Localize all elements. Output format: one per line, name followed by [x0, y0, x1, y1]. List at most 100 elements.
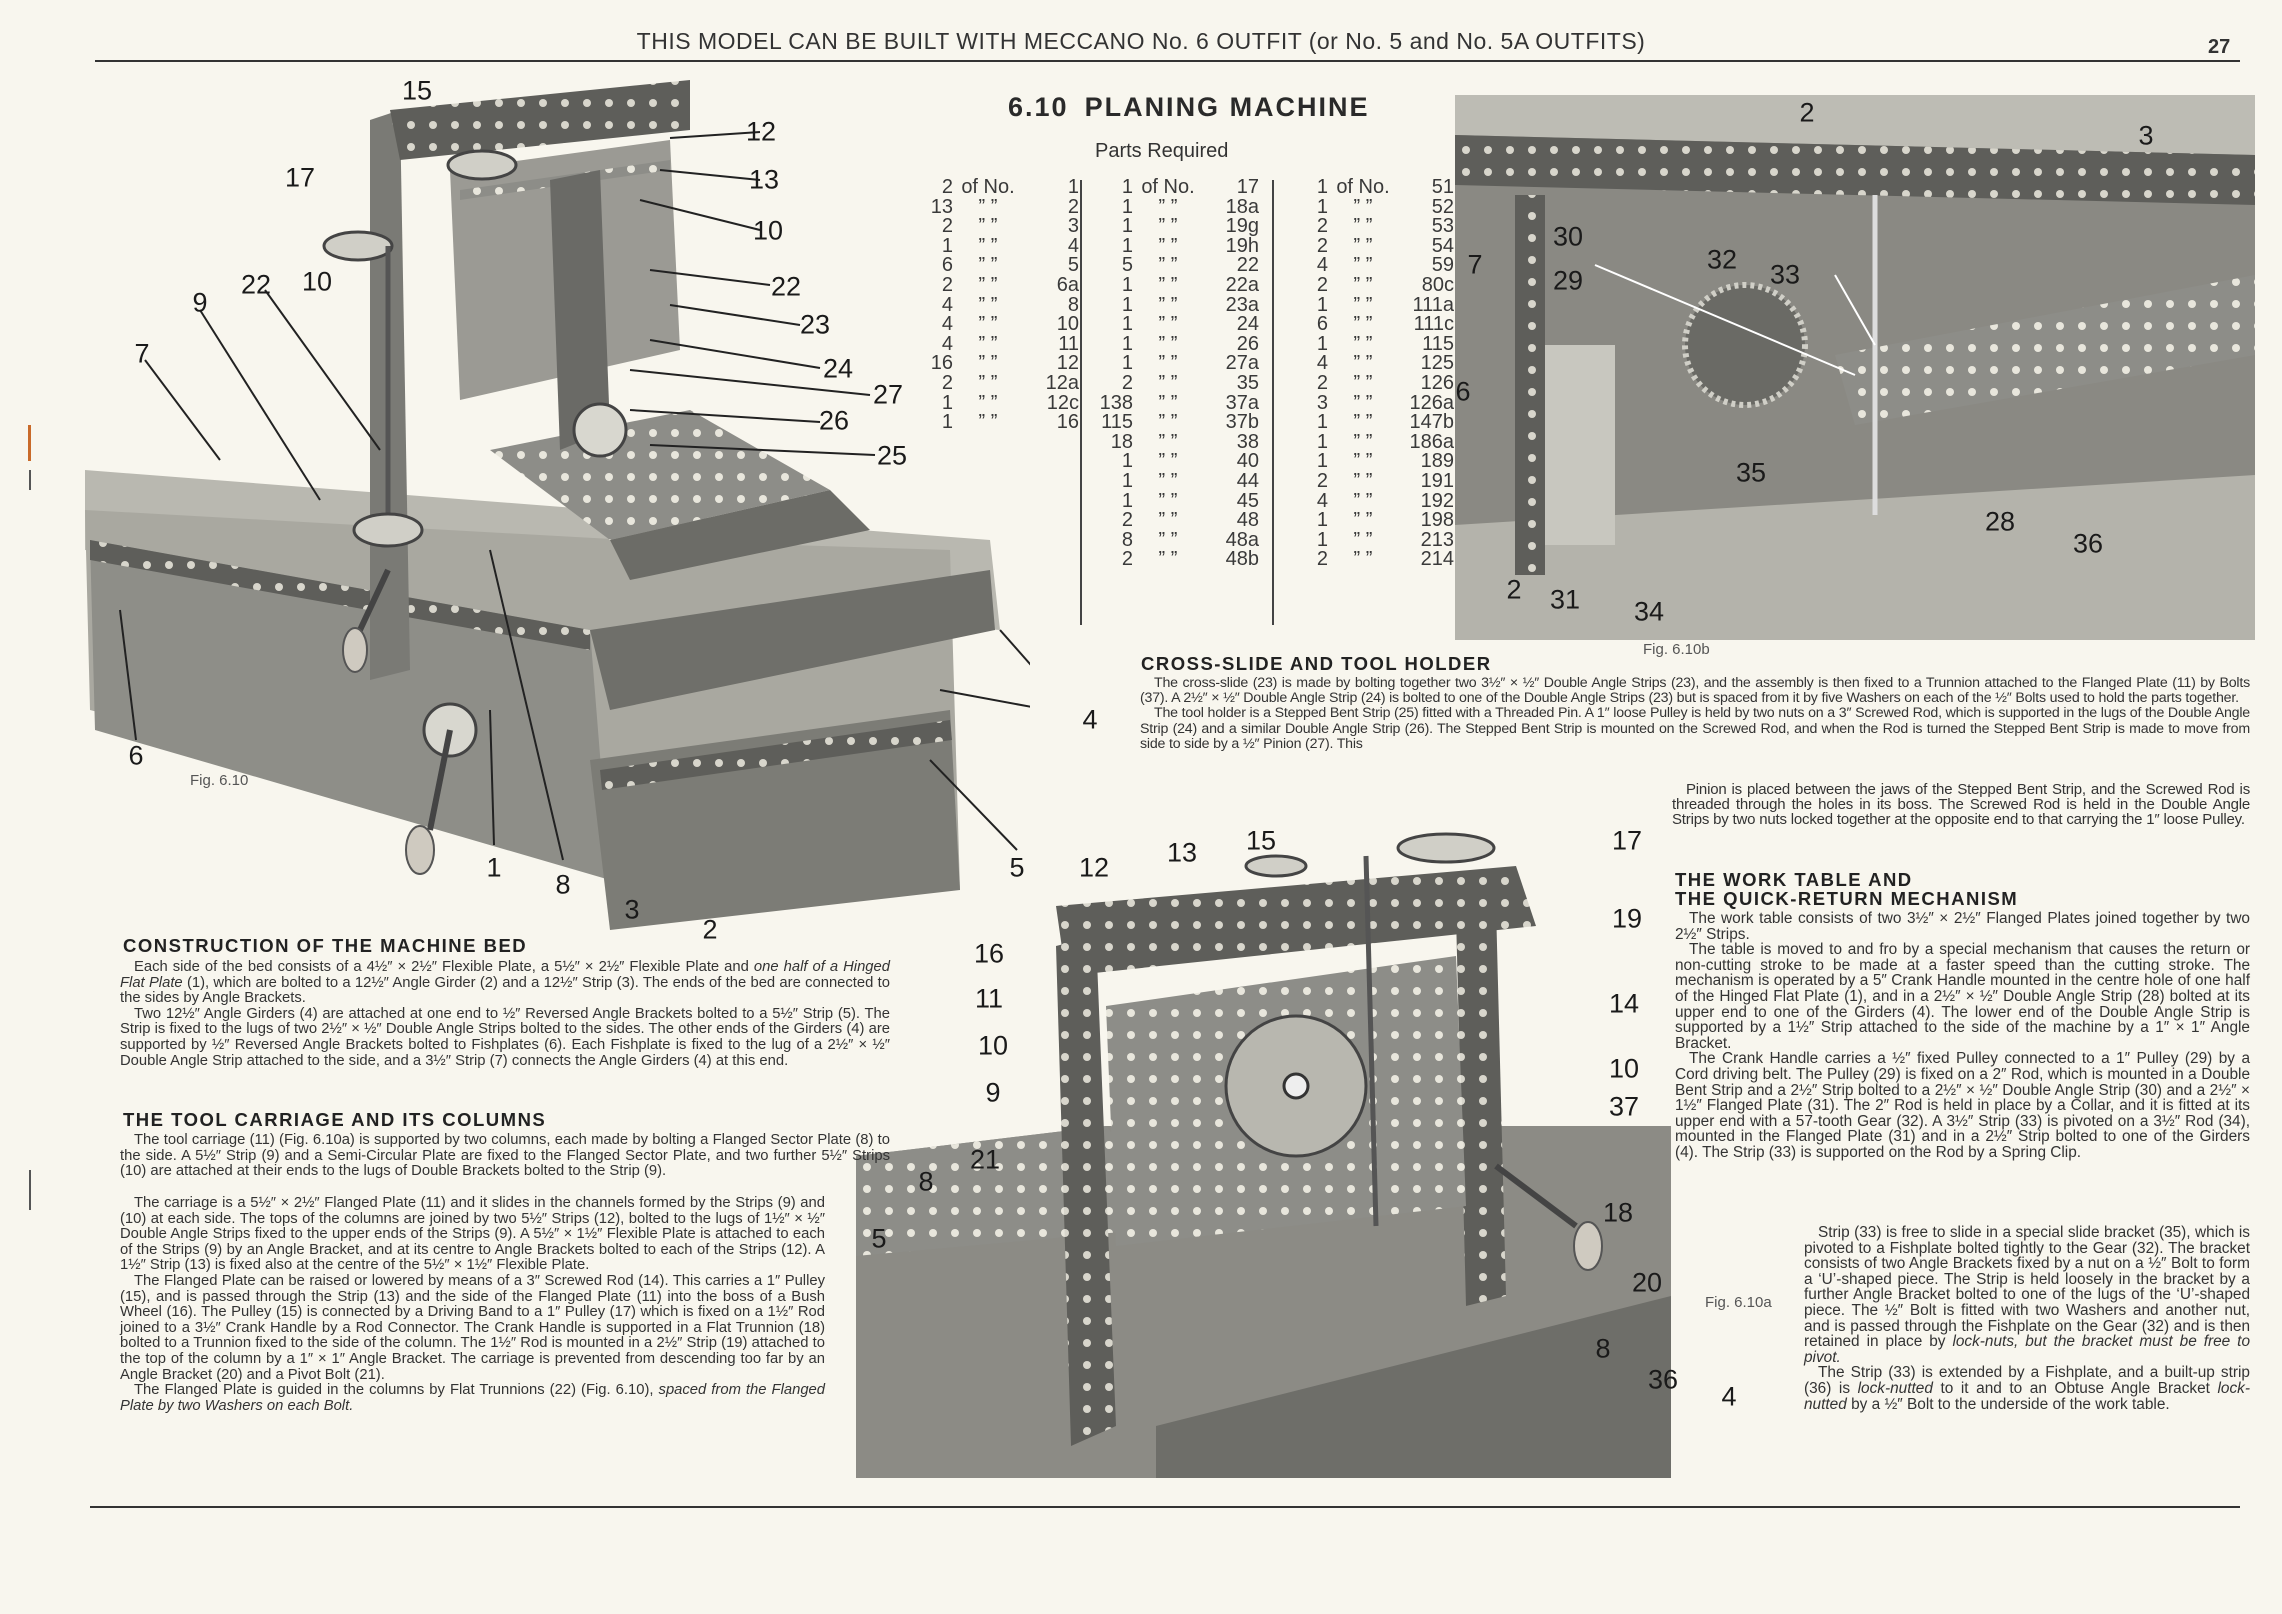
of-no-label: of No. [1336, 176, 1390, 198]
ditto-marks: ” ” [1158, 430, 1178, 453]
part-number: 19h [1225, 234, 1259, 257]
parts-row: 1” ”213 [1280, 528, 1454, 551]
part-number: 22 [1236, 254, 1259, 277]
paragraph: The carriage is a 5½″ × 2½″ Flanged Plat… [120, 1195, 825, 1274]
part-quantity: 2 [1316, 273, 1328, 296]
parts-row: 4” ”10 [905, 313, 1079, 336]
parts-row: 1” ”16 [905, 412, 1079, 433]
fig-6-10b-label: Fig. 6.10b [1643, 641, 1710, 658]
part-quantity: 1 [1121, 450, 1133, 473]
parts-row: 1” ”198 [1280, 509, 1454, 532]
part-number: 8 [1067, 293, 1079, 316]
text-run: The Flanged Plate is guided in the colum… [134, 1382, 659, 1399]
tool-carriage-text-wide: The tool carriage (11) (Fig. 6.10a) is s… [120, 1132, 890, 1180]
callout: 15 [401, 75, 433, 106]
part-number: 59 [1431, 254, 1454, 277]
parts-row: 4” ”192 [1280, 491, 1454, 512]
parts-row: 1” ”189 [1280, 452, 1454, 472]
part-quantity: 4 [941, 313, 953, 336]
part-number: 18a [1225, 195, 1259, 218]
callout: 5 [1009, 852, 1025, 883]
ditto-marks: ” ” [1158, 391, 1178, 414]
text-run: The Strip (33) is extended by a Fishplat… [1804, 1364, 2250, 1397]
part-quantity: 2 [1121, 371, 1133, 394]
callout: 9 [985, 1077, 1001, 1108]
paragraph: Two 12½″ Angle Girders (4) are attached … [120, 1006, 890, 1069]
work-table-heading-line2: THE QUICK-RETURN MECHANISM [1675, 888, 2019, 909]
callout: 15 [1245, 825, 1277, 856]
text-run: Pinion is placed between the jaws of the… [1672, 781, 2250, 829]
callout: 32 [1706, 244, 1738, 275]
paragraph: The work table consists of two 3½″ × 2½″… [1675, 911, 2250, 942]
callout: 3 [624, 894, 640, 925]
part-quantity: 1 [1121, 352, 1133, 375]
part-quantity: 1 [1316, 332, 1328, 355]
callout: 22 [240, 269, 272, 300]
ditto-marks: ” ” [1158, 195, 1178, 218]
part-quantity: 2 [1121, 509, 1133, 532]
callout: 11 [974, 983, 1004, 1014]
text-run: Each side of the bed consists of a 4½″ ×… [134, 959, 754, 975]
part-quantity: 2 [1316, 469, 1328, 492]
callout: 14 [1608, 988, 1640, 1019]
ditto-marks: ” ” [1353, 450, 1373, 473]
callout: 35 [1735, 457, 1767, 488]
work-table-text: The work table consists of two 3½″ × 2½″… [1675, 911, 2250, 1161]
part-number: 48 [1236, 509, 1259, 532]
part-quantity: 1 [1121, 332, 1133, 355]
parts-row: 1” ”4 [905, 236, 1079, 257]
ditto-marks: ” ” [1158, 371, 1178, 394]
parts-required-heading: Parts Required [1095, 140, 1229, 162]
parts-row: 1” ”19g [1085, 216, 1259, 237]
parts-row: 1” ”12c [905, 391, 1079, 414]
parts-row: 2” ”48 [1085, 509, 1259, 532]
top-rule [95, 60, 2240, 62]
part-quantity: 1 [1316, 528, 1328, 551]
callout: 4 [1721, 1381, 1737, 1412]
callout: 20 [1631, 1267, 1663, 1298]
callout: 7 [1467, 249, 1483, 280]
parts-row: 8” ”48a [1085, 530, 1259, 551]
parts-row: 1” ”45 [1085, 491, 1259, 512]
parts-row: 1” ”44 [1085, 471, 1259, 492]
column-divider [1272, 180, 1274, 625]
part-number: 48b [1225, 548, 1259, 571]
ditto-marks: ” ” [1353, 195, 1373, 218]
parts-row: 2” ”214 [1280, 548, 1454, 571]
parts-row: 1” ”26 [1085, 332, 1259, 355]
ditto-marks: ” ” [1353, 548, 1373, 571]
ditto-marks: ” ” [1353, 352, 1373, 375]
parts-row: 1” ”27a [1085, 354, 1259, 374]
callout: 9 [192, 287, 208, 318]
part-number: 27a [1225, 352, 1259, 375]
callout: 8 [918, 1166, 934, 1197]
part-number: 12c [1046, 391, 1079, 414]
part-number: 5 [1067, 254, 1079, 277]
part-number: 198 [1420, 509, 1454, 532]
part-number: 191 [1420, 469, 1454, 492]
callout: 13 [1166, 837, 1198, 868]
parts-row: 4” ”11 [905, 334, 1079, 355]
callout: 2 [1799, 97, 1815, 128]
parts-row: 5” ”22 [1085, 256, 1259, 276]
part-quantity: 1 [1316, 195, 1328, 218]
italic-text-run: spaced from the Flanged Plate by two Was… [120, 1382, 826, 1414]
paragraph: Each side of the bed consists of a 4½″ ×… [120, 959, 890, 1007]
part-quantity: 1 [1121, 176, 1133, 198]
ditto-marks: ” ” [1353, 273, 1373, 296]
part-quantity: 1 [1316, 430, 1328, 453]
ditto-marks: ” ” [1353, 469, 1373, 492]
paragraph: The tool carriage (11) (Fig. 6.10a) is s… [120, 1132, 890, 1180]
ditto-marks: ” ” [978, 293, 998, 316]
parts-row: 1” ”23a [1085, 293, 1259, 316]
paragraph: The table is moved to and fro by a speci… [1675, 942, 2250, 1051]
part-quantity: 1 [1316, 450, 1328, 473]
callout: 36 [1647, 1364, 1679, 1395]
part-number: 23a [1225, 293, 1259, 316]
part-number: 111c [1413, 313, 1454, 336]
part-number: 2 [1067, 195, 1079, 218]
part-quantity: 2 [941, 371, 953, 394]
ditto-marks: ” ” [1353, 234, 1373, 257]
